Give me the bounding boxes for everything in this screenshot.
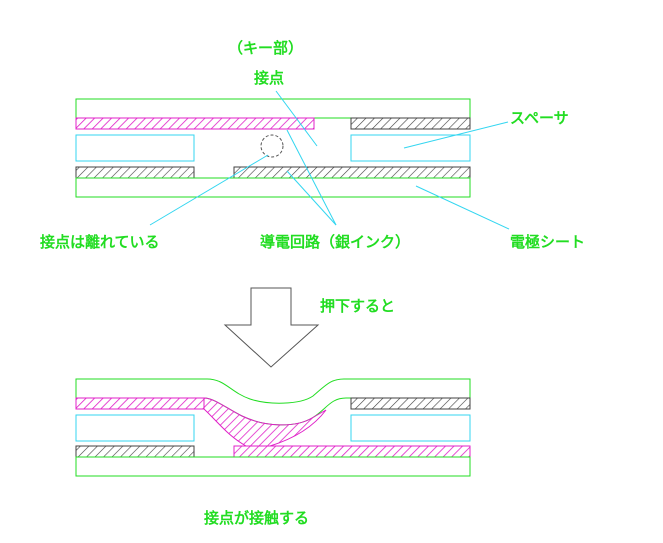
- label-contact-touches: 接点が接触する: [204, 509, 309, 527]
- label-contact: 接点: [254, 69, 284, 87]
- bottom-left-conductor: [75, 166, 195, 179]
- spacer-left-pressed: [75, 414, 195, 442]
- label-when-pressed: 押下すると: [320, 297, 395, 315]
- electrode-sheet-bottom: [75, 177, 471, 198]
- bottom-right-conductor-pressed: [233, 445, 471, 458]
- leader-circuit-2: [286, 170, 337, 226]
- leader-circuit-1: [286, 129, 337, 226]
- top-left-conductor-pressed: [75, 397, 205, 410]
- leader-spacer: [403, 121, 509, 149]
- bottom-left-conductor-pressed: [75, 445, 195, 458]
- label-spacer: スペーサ: [510, 109, 569, 127]
- spacer-right-pressed: [350, 414, 471, 442]
- leader-separated: [149, 154, 269, 226]
- leader-lines: [149, 90, 510, 230]
- spacer-left: [75, 134, 195, 162]
- label-conductive-circuit: 導電回路（銀インク）: [260, 233, 410, 251]
- top-assembly: [75, 98, 471, 198]
- top-left-conductor: [75, 117, 315, 130]
- label-key-part: （キー部）: [228, 39, 303, 57]
- bottom-right-conductor: [233, 166, 471, 179]
- contact-gap-circle: [260, 134, 284, 158]
- leader-contact: [275, 90, 318, 147]
- down-arrow-icon: [223, 287, 320, 368]
- spacer-right: [350, 134, 471, 162]
- label-electrode-sheet: 電極シート: [510, 233, 585, 251]
- top-sheet: [75, 98, 471, 119]
- deformed-conductor: [203, 397, 327, 447]
- top-right-conductor-pressed: [350, 397, 471, 410]
- electrode-sheet-bottom-pressed: [75, 456, 471, 477]
- label-contact-separated: 接点は離れている: [40, 233, 160, 251]
- leader-electrode: [415, 185, 510, 230]
- bottom-assembly: [75, 378, 471, 477]
- top-right-conductor: [350, 117, 471, 130]
